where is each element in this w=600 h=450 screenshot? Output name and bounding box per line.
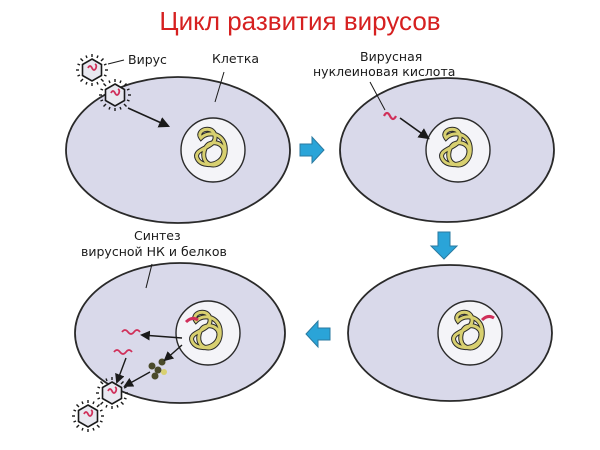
entry-arrow bbox=[127, 107, 171, 128]
cell-nucleus bbox=[175, 300, 241, 366]
virus-particle-icon bbox=[71, 399, 105, 433]
label-virus: Вирус bbox=[128, 52, 167, 67]
cell-panel-infection: Вирус Клетка bbox=[65, 51, 291, 224]
synthesized-proteins bbox=[148, 358, 167, 380]
cell-panel-integration bbox=[347, 264, 553, 402]
cell-panel-synthesis: Синтез вирусной НК и белков bbox=[71, 228, 286, 433]
label-viral-na-2: нуклеиновая кислота bbox=[313, 64, 455, 79]
step-arrow-right-icon bbox=[299, 135, 325, 165]
step-arrow-down-icon bbox=[429, 231, 459, 260]
diagram-title: Цикл развития вирусов bbox=[159, 6, 441, 36]
cell-nucleus bbox=[425, 117, 491, 183]
label-synthesis-2: вирусной НК и белков bbox=[81, 244, 227, 259]
cell-nucleus bbox=[180, 117, 246, 183]
label-viral-na-1: Вирусная bbox=[360, 49, 422, 64]
integrated-viral-na bbox=[480, 314, 495, 322]
cell-nucleus bbox=[437, 300, 503, 366]
viral-nucleic-acid bbox=[383, 111, 397, 121]
label-synthesis-1: Синтез bbox=[134, 228, 181, 243]
label-cell: Клетка bbox=[212, 51, 259, 66]
virus-particle-icon bbox=[75, 53, 109, 87]
nucleus-entry-arrow bbox=[399, 117, 430, 140]
synthesized-viral-na bbox=[113, 329, 141, 355]
cell-panel-uncoating: Вирусная нуклеиновая кислота bbox=[313, 49, 555, 223]
cell-body bbox=[65, 76, 291, 224]
step-arrow-left-icon bbox=[305, 319, 331, 349]
